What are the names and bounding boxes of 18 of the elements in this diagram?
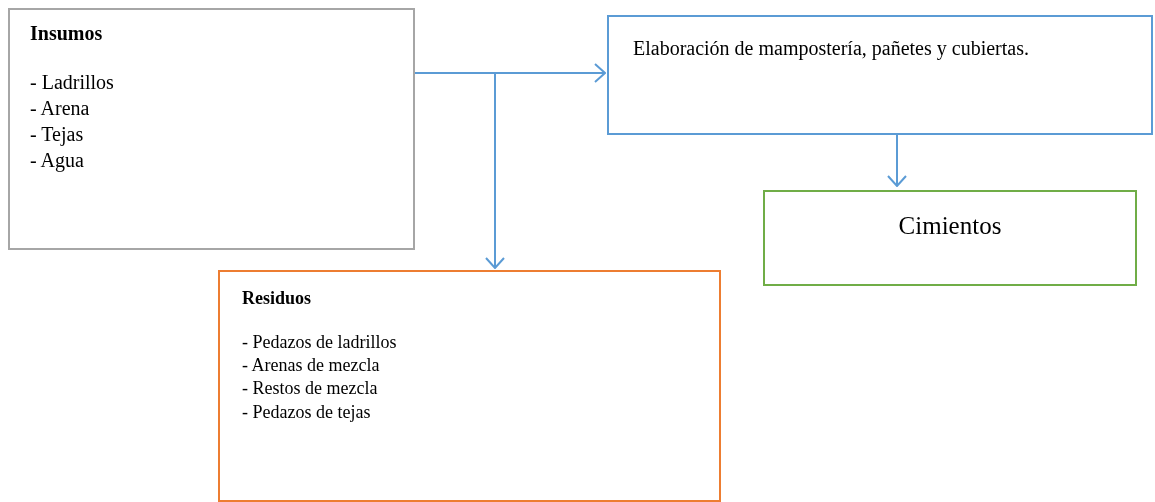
box-text: Cimientos bbox=[898, 211, 1002, 241]
process-box bbox=[8, 8, 415, 250]
list-item: - Tejas bbox=[30, 122, 84, 147]
list-item: - Ladrillos bbox=[30, 70, 114, 95]
box-heading: Residuos bbox=[242, 288, 312, 309]
process-box bbox=[218, 270, 721, 502]
box-heading: Insumos bbox=[30, 22, 103, 45]
process-box bbox=[607, 15, 1153, 135]
list-item: - Agua bbox=[30, 148, 84, 173]
list-item: - Arena bbox=[30, 96, 90, 121]
arrow bbox=[414, 72, 505, 269]
list-item: - Restos de mezcla bbox=[242, 377, 378, 401]
list-item: - Pedazos de tejas bbox=[242, 400, 371, 424]
list-item: - Arenas de mezcla bbox=[242, 354, 380, 377]
process-box bbox=[763, 190, 1137, 286]
box-text: Elaboración de mampostería, pañetes y cubiertas. bbox=[633, 36, 1029, 61]
list-item: - Pedazos de ladrillos bbox=[242, 330, 397, 354]
arrow bbox=[887, 134, 907, 187]
